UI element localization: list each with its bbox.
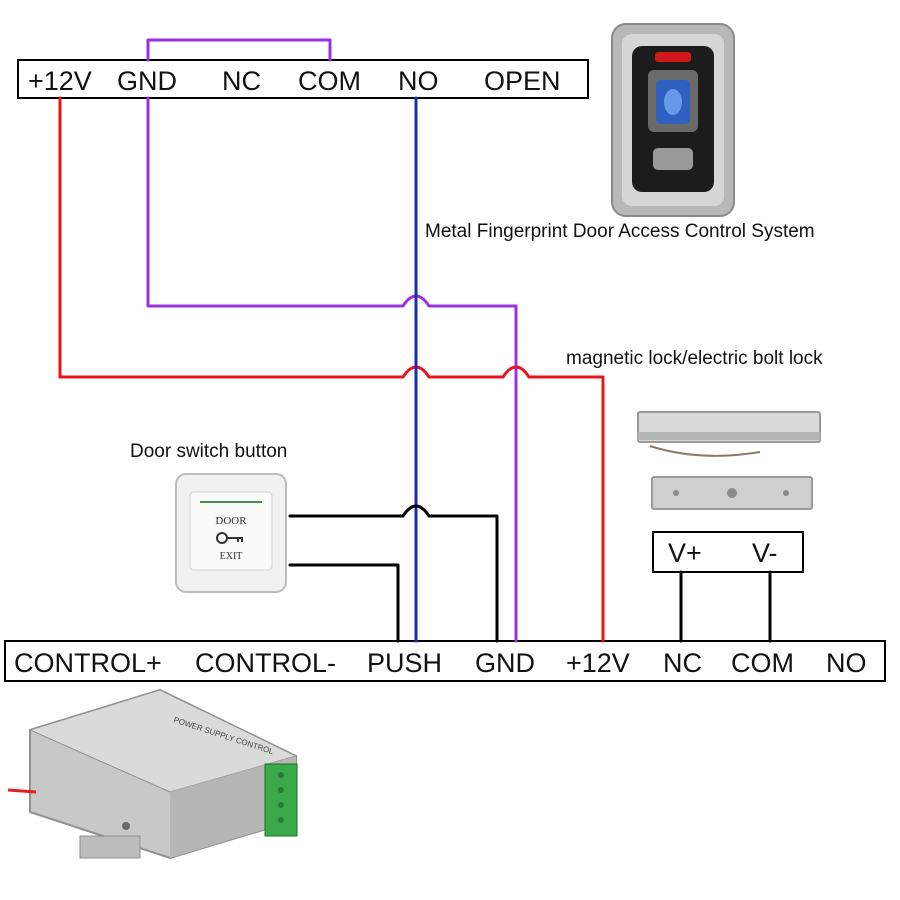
wire-black-switch-push bbox=[288, 563, 400, 643]
wire-black-switch-gnd bbox=[288, 504, 499, 643]
caption-fingerprint: Metal Fingerprint Door Access Control Sy… bbox=[425, 221, 815, 242]
wire-purple-top-loop bbox=[146, 38, 332, 62]
wire-red-12v bbox=[58, 96, 605, 643]
bottom-terminal-nc: NC bbox=[663, 648, 702, 678]
bottom-terminal-com: COM bbox=[731, 648, 794, 678]
lock-terminal-box: V+ V- bbox=[652, 531, 804, 573]
bottom-terminal-strip: CONTROL+ CONTROL- PUSH GND +12V NC COM N… bbox=[4, 640, 886, 682]
key-icon bbox=[216, 532, 243, 544]
fingerprint-reader-image bbox=[611, 23, 735, 217]
exit-button-image: DOOR EXIT bbox=[175, 473, 287, 593]
lock-terminal-vplus: V+ bbox=[668, 538, 702, 568]
bottom-terminal-control-minus: CONTROL- bbox=[195, 648, 336, 678]
top-terminal-strip: +12V GND NC COM NO OPEN bbox=[17, 59, 589, 99]
top-terminal-nc: NC bbox=[222, 66, 261, 96]
top-terminal-no: NO bbox=[398, 66, 439, 96]
lock-terminal-frame bbox=[652, 531, 804, 573]
magnetic-lock-image bbox=[637, 411, 821, 510]
bottom-terminal-12v: +12V bbox=[566, 648, 630, 678]
caption-door-switch: Door switch button bbox=[130, 441, 287, 462]
top-terminal-open: OPEN bbox=[484, 66, 561, 96]
bottom-terminal-gnd: GND bbox=[475, 648, 535, 678]
exit-button-exit-text: EXIT bbox=[220, 551, 243, 562]
top-strip-frame bbox=[17, 59, 589, 99]
bottom-terminal-control-plus: CONTROL+ bbox=[14, 648, 162, 678]
caption-lock: magnetic lock/electric bolt lock bbox=[566, 348, 823, 369]
top-terminal-12v: +12V bbox=[28, 66, 92, 96]
bottom-terminal-no: NO bbox=[826, 648, 867, 678]
bottom-terminal-push: PUSH bbox=[367, 648, 442, 678]
lock-terminal-vminus: V- bbox=[752, 538, 778, 568]
exit-button-door-text: DOOR bbox=[215, 515, 247, 527]
bottom-strip-frame bbox=[4, 640, 886, 682]
top-terminal-com: COM bbox=[298, 66, 361, 96]
power-supply-image: POWER SUPPLY CONTROL bbox=[7, 688, 298, 860]
top-terminal-gnd: GND bbox=[117, 66, 177, 96]
